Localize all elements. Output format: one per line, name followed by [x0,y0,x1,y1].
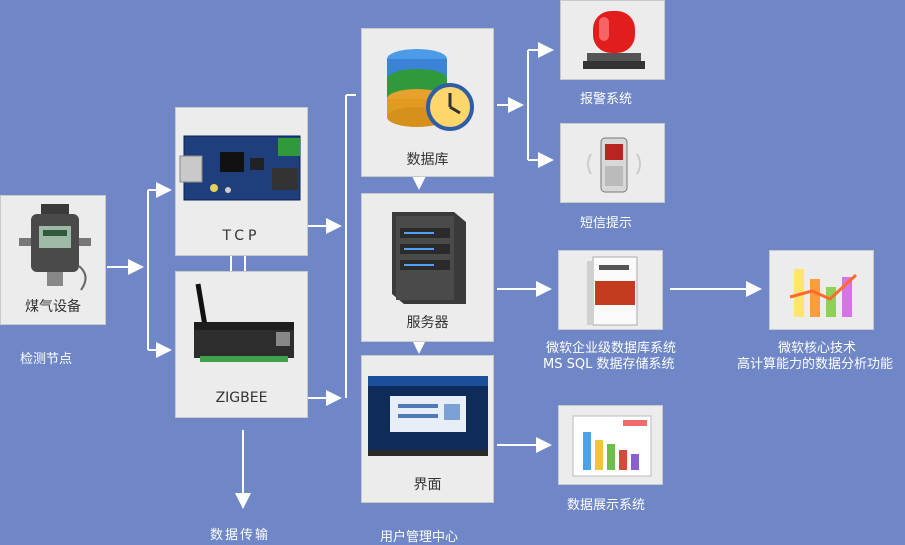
data-transfer-label: 数据传输 [210,528,271,543]
core-line2: 高计算能力的数据分析功能 [737,357,894,372]
zigbee-label: ZIGBEE [215,390,268,406]
tcp-card[interactable]: TCP [175,107,308,256]
gas-device-card[interactable]: 煤气设备 [0,195,106,325]
display-label: 数据展示系统 [567,498,646,513]
database-card[interactable]: 数据库 [361,28,494,177]
bar-chart-3d-icon [789,269,858,317]
sms-card[interactable] [560,123,665,203]
display-chart-icon [572,415,652,477]
mssql-line1: 微软企业级数据库系统 [546,341,677,356]
alarm-label: 报警系统 [580,92,633,107]
mssql-card[interactable] [558,250,663,330]
user-center-label: 用户管理中心 [380,530,459,545]
display-card[interactable] [558,405,663,485]
server-icon [392,212,466,304]
zigbee-module-icon [194,283,294,362]
database-clock-icon [387,49,474,131]
gas-detector-icon [19,204,91,291]
zigbee-card[interactable]: ZIGBEE [175,271,308,418]
sms-label: 短信提示 [580,216,633,231]
core-line1: 微软核心技术 [778,341,857,356]
database-label: 数据库 [406,152,449,168]
siren-icon [583,11,645,69]
interface-card[interactable]: 界面 [361,355,494,503]
sql-server-box-icon [587,256,638,326]
mobile-phone-icon [587,137,641,193]
server-card[interactable]: 服务器 [361,193,494,342]
interface-screenshot-icon [368,376,488,456]
interface-label: 界面 [413,477,442,493]
gas-device-label: 煤气设备 [25,299,81,315]
tcp-module-icon [179,135,301,201]
mssql-line2: MS SQL 数据存储系统 [543,357,675,372]
detect-node-label: 检测节点 [20,352,73,367]
tcp-label: TCP [222,228,261,244]
core-card[interactable] [769,250,874,330]
alarm-card[interactable] [560,0,665,80]
server-label: 服务器 [406,315,449,331]
